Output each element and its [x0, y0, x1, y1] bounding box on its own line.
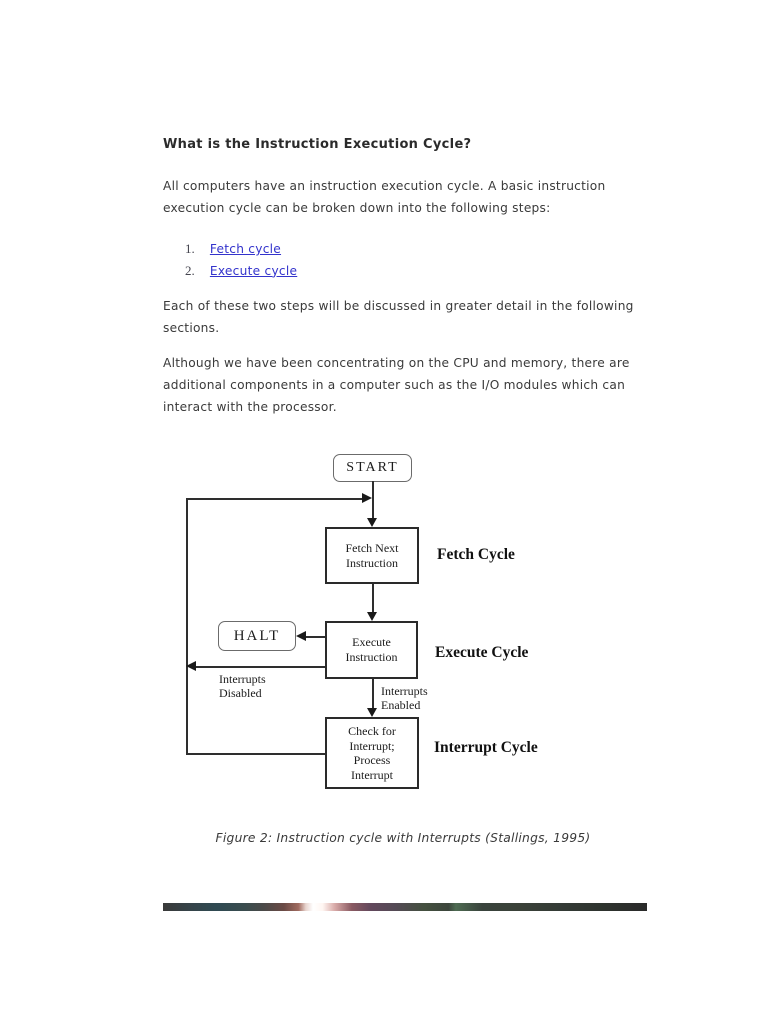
fetch-cycle-label: Fetch Cycle	[437, 546, 515, 563]
arrowhead-down-icon	[367, 518, 377, 527]
arrowhead-left-icon	[296, 631, 306, 641]
detail-paragraph: Each of these two steps will be discusse…	[163, 295, 668, 339]
feedback-line-bottom	[186, 753, 325, 755]
text-line: interact with the processor.	[163, 400, 337, 414]
interrupt-cycle-label: Interrupt Cycle	[434, 739, 538, 756]
node-text: Check for	[348, 724, 396, 738]
text-line: additional components in a computer such…	[163, 378, 626, 392]
flow-line-start-fetch	[372, 481, 374, 520]
label-line: Enabled	[381, 698, 421, 712]
flow-line-execute-halt	[306, 636, 325, 638]
label-line: Interrupts	[219, 672, 266, 686]
feedback-line-top	[186, 498, 363, 500]
execute-cycle-label: Execute Cycle	[435, 644, 529, 661]
decorative-separator-bar	[163, 903, 647, 911]
text-line: execution cycle can be broken down into …	[163, 201, 551, 215]
node-text: Execute	[352, 635, 391, 649]
interrupt-node: Check for Interrupt; Process Interrupt	[325, 717, 419, 789]
flow-line-execute-check	[372, 679, 374, 709]
execute-cycle-link[interactable]: Execute cycle	[209, 263, 298, 278]
arrowhead-down-icon	[367, 612, 377, 621]
feedback-line-left	[186, 498, 188, 754]
label-line: Interrupts	[381, 684, 428, 698]
node-text: Interrupt;	[349, 738, 395, 753]
interrupts-disabled-line	[196, 666, 325, 668]
execute-node: Execute Instruction	[325, 621, 418, 679]
page-title: What is the Instruction Execution Cycle?	[163, 137, 472, 152]
figure-caption: Figure 2: Instruction cycle with Interru…	[215, 831, 591, 845]
intro-paragraph: All computers have an instruction execut…	[163, 175, 668, 219]
halt-node: HALT	[218, 621, 296, 651]
text-line: sections.	[163, 321, 220, 335]
interrupts-enabled-label: Interrupts Enabled	[381, 684, 428, 712]
node-text: Process	[353, 753, 391, 767]
fetch-cycle-link[interactable]: Fetch cycle	[209, 242, 282, 256]
steps-list: 1. Fetch cycle 2. Execute cycle	[185, 238, 297, 281]
list-item-fetch: 1. Fetch cycle	[185, 238, 297, 260]
list-number: 2.	[185, 262, 195, 278]
text-line: Each of these two steps will be discusse…	[163, 299, 634, 313]
node-text: Instruction	[346, 555, 398, 570]
label-line: Disabled	[219, 686, 262, 700]
text-line: Although we have been concentrating on t…	[163, 356, 630, 370]
fetch-node: Fetch Next Instruction	[325, 527, 419, 584]
list-number: 1.	[185, 241, 195, 256]
interrupts-disabled-label: Interrupts Disabled	[219, 672, 266, 700]
components-paragraph: Although we have been concentrating on t…	[163, 352, 668, 418]
arrowhead-right-icon	[362, 493, 372, 503]
node-text: Interrupt	[351, 767, 393, 782]
start-node: START	[333, 454, 412, 482]
flow-line-fetch-execute	[372, 584, 374, 613]
arrowhead-left-icon	[186, 661, 196, 671]
node-text: Fetch Next	[345, 540, 399, 555]
arrowhead-down-icon	[367, 708, 377, 717]
node-text: Instruction	[345, 650, 398, 664]
text-line: All computers have an instruction execut…	[163, 179, 606, 193]
list-item-execute: 2. Execute cycle	[185, 260, 297, 282]
